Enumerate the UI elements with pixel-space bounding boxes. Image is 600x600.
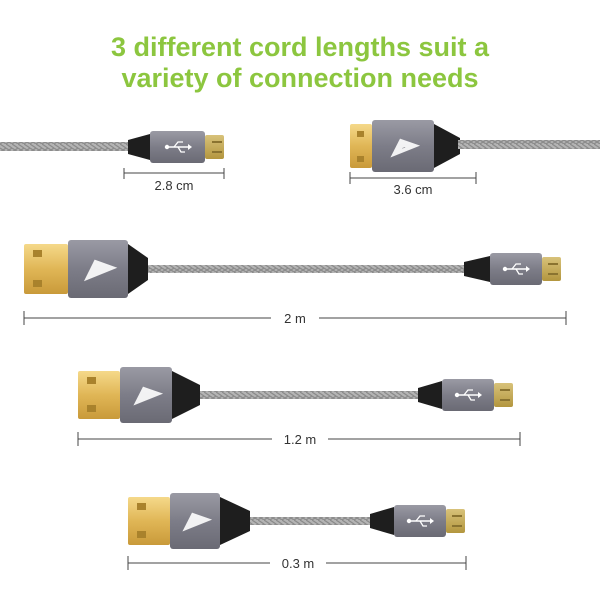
svg-text:~: ~	[401, 145, 407, 152]
cable-braid	[148, 265, 464, 273]
usb-symbol-icon	[406, 515, 434, 527]
strain-relief	[418, 381, 442, 409]
strain-relief	[172, 371, 200, 419]
usb-a-plug	[350, 124, 372, 168]
usb-symbol-icon	[164, 141, 192, 153]
headline-line-2: variety of connection needs	[121, 63, 479, 93]
cable-0-3m	[128, 493, 465, 549]
micro-usb-plug	[494, 383, 513, 407]
micro-usb-detail	[0, 131, 224, 163]
micro-usb-plug	[542, 257, 561, 281]
brand-logo-icon	[182, 512, 213, 532]
strain-relief	[464, 256, 490, 282]
usb-symbol-icon	[454, 389, 482, 401]
cable-1-2m-length-label: 1.2 m	[284, 432, 317, 447]
cable-2m	[24, 240, 561, 298]
cable-braid	[458, 140, 600, 149]
brand-logo-icon	[133, 386, 164, 406]
cable-2m-length-label: 2 m	[284, 311, 306, 326]
cable-braid	[200, 391, 418, 399]
cable-2m-dimension: 2 m	[23, 309, 567, 327]
cable-braid	[0, 142, 132, 151]
usb-a-detail: ~	[350, 120, 600, 172]
usb-a-plug	[78, 371, 120, 419]
headline: 3 different cord lengths suit a variety …	[0, 32, 600, 94]
usb-a-plug	[128, 497, 170, 545]
usb-a-plug	[24, 244, 68, 294]
headline-line-1: 3 different cord lengths suit a	[110, 32, 490, 62]
micro-usb-length-label: 2.8 cm	[154, 178, 193, 193]
strain-relief	[434, 124, 460, 168]
strain-relief	[128, 134, 150, 160]
brand-logo-icon: ~	[390, 138, 421, 158]
cable-0-3m-dimension: 0.3 m	[127, 554, 467, 572]
micro-usb-plug	[205, 135, 224, 159]
usb-a-dimension: 3.6 cm	[349, 172, 477, 198]
cable-1-2m-dimension: 1.2 m	[77, 430, 521, 448]
micro-usb-plug	[446, 509, 465, 533]
strain-relief	[128, 244, 148, 294]
cable-braid	[250, 517, 370, 525]
cable-0-3m-length-label: 0.3 m	[282, 556, 315, 571]
usb-a-length-label: 3.6 cm	[393, 182, 432, 197]
cable-1-2m	[78, 367, 513, 423]
usb-symbol-icon	[502, 263, 530, 275]
strain-relief	[220, 497, 250, 545]
brand-logo-icon	[83, 259, 118, 282]
strain-relief	[370, 507, 394, 535]
micro-usb-dimension: 2.8 cm	[123, 168, 225, 194]
